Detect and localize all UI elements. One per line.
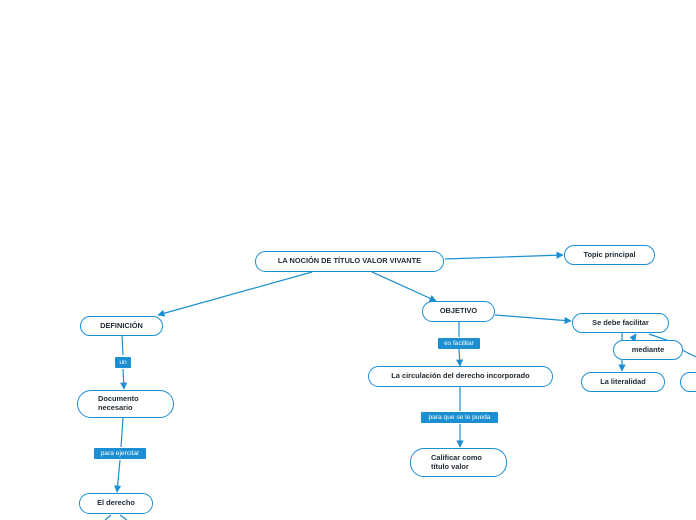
link-root-topic: [444, 251, 564, 260]
calificar-node[interactable]: Calificar como título valor: [410, 448, 507, 477]
circulacion-node[interactable]: La circulación del derecho incorporado: [368, 366, 553, 387]
link-root-definicion: [157, 271, 313, 317]
link-documento-ejercitar: [120, 417, 124, 448]
link-derecho-out-1: [104, 514, 112, 520]
link-un-documento: [120, 368, 128, 390]
link-label-para-que-se-le-pueda: para que se le pueda: [421, 412, 498, 423]
link-label-un: un: [115, 357, 131, 368]
mediante-node[interactable]: mediante: [613, 340, 683, 360]
link-mediante-offscreen: [681, 349, 696, 358]
definicion-node[interactable]: DEFINICIÓN: [80, 316, 163, 336]
la-literalidad-node[interactable]: La literalidad: [581, 372, 665, 392]
link-label-es-facilitar: es facilitar: [438, 338, 480, 349]
topic-principal-node[interactable]: Topic principal: [564, 245, 655, 265]
link-label-para-ejercitar: para ejercitar: [94, 448, 146, 459]
el-derecho-node[interactable]: El derecho: [79, 493, 153, 514]
objetivo-node[interactable]: OBJETIVO: [422, 301, 495, 322]
link-definicion-un: [121, 335, 124, 356]
root-node[interactable]: LA NOCIÓN DE TÍTULO VALOR VIVANTE: [255, 251, 444, 272]
documento-necesario-node[interactable]: Documento necesario: [77, 390, 174, 418]
se-debe-facilitar-node[interactable]: Se debe facilitar: [572, 313, 669, 333]
link-derecho-out-2: [119, 514, 128, 520]
link-root-objetivo: [371, 271, 437, 302]
link-ejercitar-derecho: [114, 459, 122, 493]
link-objetivo-se-debe: [494, 314, 572, 325]
link-mediante-arrow: [629, 333, 637, 342]
offscreen-node[interactable]: [680, 372, 696, 392]
link-facilitar-circulacion: [456, 348, 464, 367]
